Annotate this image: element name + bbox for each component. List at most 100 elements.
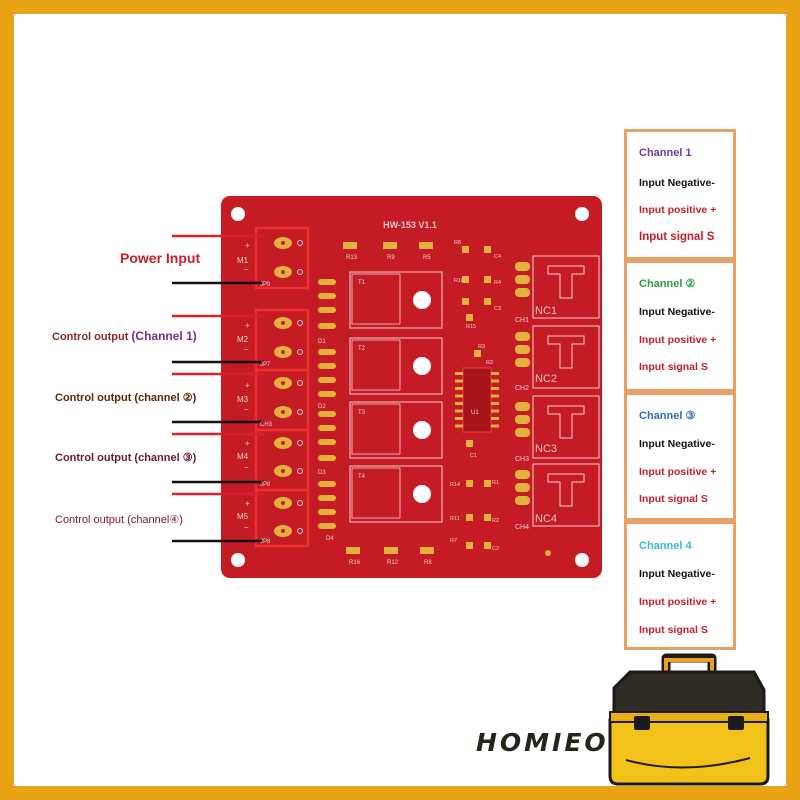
input-wires [172,234,264,543]
svg-text:−: − [244,265,249,274]
connector-m1: M1 [237,256,249,265]
control-output-label-3: Control output (channel ③) [55,452,197,464]
mosfet-2: T2 [349,337,443,395]
svg-text:+: + [245,439,250,448]
channel-panel-4-neg: Input Negative- [639,568,715,580]
power-input-label: Power Input [120,250,201,266]
ic-u1: U1 [455,367,499,433]
channel-panel-1-neg: Input Negative- [639,177,715,189]
svg-text:U1: U1 [471,410,479,416]
svg-text:R9: R9 [387,255,395,261]
channel-panel-1-title: Channel 1 [639,147,692,159]
svg-text:R16: R16 [349,560,361,566]
board-title: HW-153 V1.1 [383,220,437,230]
channel-panel-3-sig: Input signal S [639,493,708,505]
svg-text:R1: R1 [492,480,499,486]
control-output-label-1: Control output (Channel 1) [52,329,197,343]
svg-text:CH3: CH3 [260,422,273,428]
svg-text:+: + [245,241,250,250]
svg-text:JP7: JP7 [260,362,271,368]
channel-panel-2-neg: Input Negative- [639,306,715,318]
mosfet-3: T3 [349,401,443,459]
svg-text:+: + [245,499,250,508]
diode-labels: D1 D2 D3 D4 [318,339,334,542]
svg-text:−: − [244,463,249,472]
channel-panel-2-pos: Input positive + [639,334,717,346]
terminal-pads [274,237,303,537]
connector-m4: M4 [237,452,249,461]
svg-text:R5: R5 [423,255,431,261]
channel-panel-1-pos: Input positive + [639,204,717,216]
channel-pads [515,262,530,505]
svg-text:CH4: CH4 [515,524,529,531]
svg-text:C3: C3 [494,306,501,312]
connector-m2: M2 [237,335,249,344]
svg-text:D4: D4 [326,536,334,542]
svg-text:R7: R7 [450,538,457,544]
channel-panel-2-sig: Input signal S [639,361,708,373]
jp-labels: JP9 JP7 CH3 JP8 JP8 [260,282,273,545]
channel-panel-4: Channel 4 Input Negative- Input positive… [624,521,736,650]
svg-text:+: + [245,381,250,390]
svg-text:CH1: CH1 [515,317,529,324]
svg-text:D2: D2 [318,404,326,410]
svg-text:R14: R14 [450,482,460,488]
polarity-marks: + − + − + − + − + − [244,241,250,532]
svg-text:JP9: JP9 [260,282,271,288]
control-output-label-1-prefix: Control output [52,331,132,343]
svg-text:T2: T2 [358,346,366,352]
svg-text:R10: R10 [454,278,464,284]
control-output-label-4: Control output (channel④) [55,514,183,526]
toolbox-icon [608,653,770,786]
channel-panel-1-sig: Input signal S [639,231,715,243]
relay-outlines [532,255,600,527]
terminal-blocks [254,226,310,548]
svg-text:R15: R15 [466,324,476,330]
channel-panel-3-neg: Input Negative- [639,438,715,450]
svg-text:C2: C2 [492,546,499,552]
diode-pads [318,279,336,529]
svg-text:NC3: NC3 [535,443,557,455]
svg-text:CH2: CH2 [515,385,529,392]
svg-text:−: − [244,523,249,532]
bottom-resistors: R16 R12 R8 [346,547,434,566]
svg-text:R12: R12 [387,560,399,566]
svg-text:NC4: NC4 [535,513,557,525]
control-output-label-1-channel: (Channel 1) [131,329,197,343]
svg-text:C1: C1 [470,453,477,459]
svg-text:R13: R13 [346,255,358,261]
svg-text:JP8: JP8 [260,482,271,488]
connector-m5: M5 [237,512,249,521]
svg-text:R6: R6 [454,240,461,246]
channel-panel-3-title: Channel ③ [639,410,696,422]
mosfet-1: T1 [349,271,443,329]
svg-text:R3: R3 [478,344,485,350]
svg-text:R4: R4 [494,280,501,286]
svg-text:R11: R11 [450,516,460,522]
channel-panel-4-sig: Input signal S [639,624,708,636]
svg-text:R8: R8 [424,560,432,566]
svg-text:JP8: JP8 [260,539,271,545]
svg-text:T4: T4 [358,474,366,480]
svg-text:D3: D3 [318,470,326,476]
channel-labels: CH1 CH2 CH3 CH4 [515,317,529,531]
channel-panel-4-pos: Input positive + [639,596,717,608]
svg-text:D1: D1 [318,339,326,345]
control-output-label-2: Control output (channel ②) [55,392,197,404]
svg-text:NC1: NC1 [535,305,557,317]
svg-text:C4: C4 [494,254,501,260]
svg-text:T3: T3 [358,410,366,416]
mounting-holes [231,207,589,567]
connector-m3: M3 [237,395,249,404]
svg-text:T1: T1 [358,280,366,286]
channel-panel-3: Channel ③ Input Negative- Input positive… [624,392,736,521]
channel-panel-3-pos: Input positive + [639,466,717,478]
channel-panel-2: Channel ② Input Negative- Input positive… [624,260,736,392]
top-resistors: R13 R9 R5 [343,242,433,261]
mosfet-4: T4 [349,465,443,523]
connector-labels: M1 M2 M3 M4 M5 [237,256,249,521]
relay-labels: NC1 NC2 NC3 NC4 [535,305,557,525]
channel-panel-4-title: Channel 4 [639,540,692,552]
